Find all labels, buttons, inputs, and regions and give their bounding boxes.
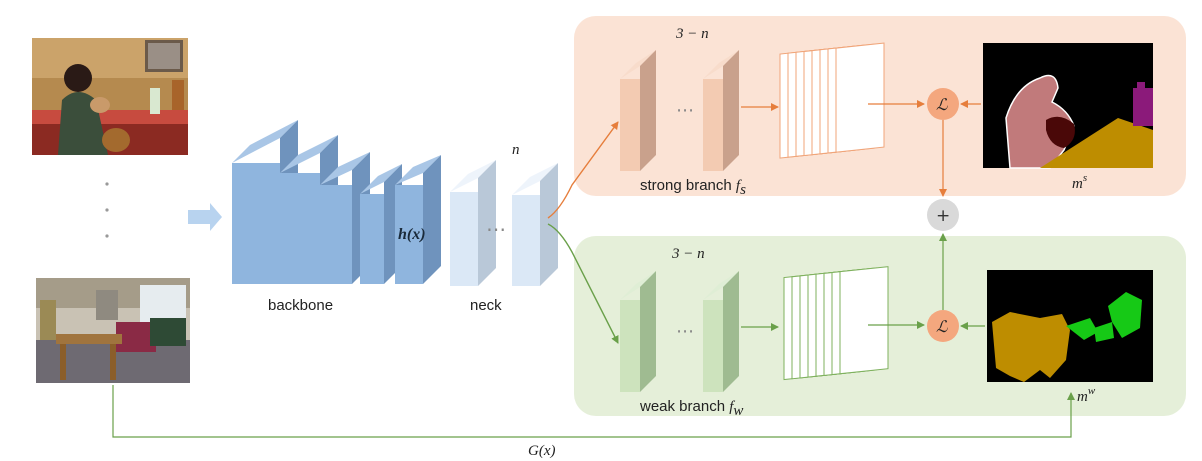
- strong-three-minus-n: 3 − n: [675, 26, 709, 42]
- loss-node-weak: [927, 310, 959, 342]
- input-image-top: [32, 38, 188, 155]
- n-label: n: [512, 142, 520, 158]
- strong-feature-stack: [779, 42, 885, 159]
- strong-ellipsis: ⋯: [676, 100, 694, 121]
- backbone-label: backbone: [268, 297, 333, 314]
- g-x-arrow: [112, 385, 1075, 438]
- plus-symbol: +: [936, 206, 950, 226]
- h-x-label: h(x): [398, 226, 426, 243]
- strong-branch-label: strong branch fs: [640, 177, 746, 198]
- input-image-bottom: [36, 278, 190, 383]
- weak-branch-blocks: [620, 271, 739, 392]
- ellipsis-dot: [105, 234, 109, 238]
- sum-node: [927, 199, 959, 231]
- weak-feature-stack: [783, 266, 889, 381]
- strong-mask-image: [983, 43, 1153, 169]
- loss-symbol-weak: ℒ: [936, 319, 948, 336]
- m-s-label: ms: [1072, 172, 1087, 192]
- neck-to-weak-arrow: [547, 223, 619, 344]
- ellipsis-dot: [105, 182, 109, 186]
- neck-to-strong-arrow: [547, 121, 619, 219]
- neck-blocks: [450, 160, 558, 286]
- loss-symbol-strong: ℒ: [936, 97, 948, 114]
- g-x-label: G(x): [528, 443, 555, 459]
- input-arrow: [188, 203, 222, 231]
- strong-branch-blocks: [620, 50, 739, 171]
- weak-ellipsis: ⋯: [676, 321, 694, 342]
- weak-branch-label: weak branch fw: [639, 398, 743, 419]
- weak-three-minus-n: 3 − n: [671, 246, 705, 262]
- loss-node-strong: [927, 88, 959, 120]
- neck-label: neck: [470, 297, 502, 314]
- ellipsis-dot: [105, 208, 109, 212]
- backbone-blocks: [232, 120, 441, 284]
- m-w-label: mw: [1077, 385, 1096, 405]
- weak-mask-image: [987, 270, 1153, 382]
- neck-ellipsis: ⋯: [486, 217, 506, 241]
